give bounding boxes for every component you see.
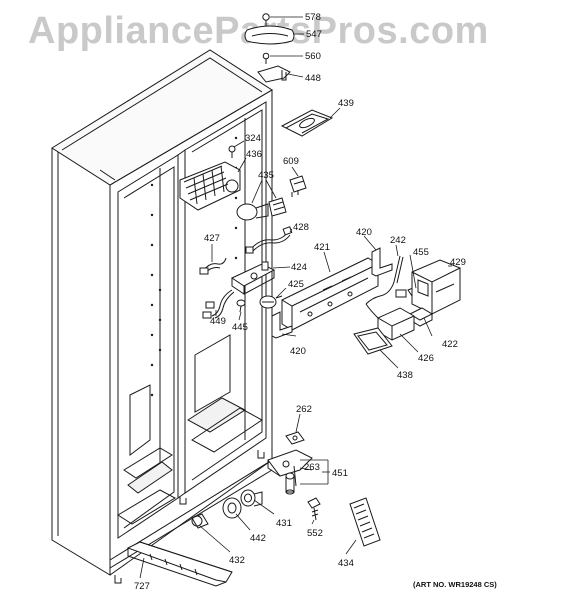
- callout-451: 451: [332, 468, 348, 479]
- callout-578: 578: [305, 12, 321, 23]
- callout-263: 263: [304, 462, 320, 473]
- leader-lines: [140, 17, 452, 578]
- callout-428: 428: [293, 222, 309, 233]
- callout-262: 262: [296, 404, 312, 415]
- hinge-bolt-560: [263, 53, 269, 64]
- control-cover-429: [412, 260, 460, 314]
- callout-421: 421: [314, 242, 330, 253]
- art-number-caption: (ART NO. WR19248 CS): [413, 580, 497, 589]
- callout-420-lower: 420: [290, 346, 306, 357]
- callout-436: 436: [246, 149, 262, 160]
- callout-449: 449: [210, 316, 226, 327]
- callout-609: 609: [283, 156, 299, 167]
- wire-harness-428: [246, 227, 292, 253]
- callout-422: 422: [442, 339, 458, 350]
- hinge-pin-262: [286, 432, 304, 444]
- wire-assembly-449: [203, 290, 234, 318]
- callout-427: 427: [204, 233, 220, 244]
- callout-432: 432: [229, 555, 245, 566]
- callout-324: 324: [245, 133, 261, 144]
- callout-552: 552: [307, 528, 323, 539]
- light-shield-439: [282, 110, 332, 136]
- temperature-control-424: [232, 262, 274, 294]
- callout-242: 242: [390, 235, 406, 246]
- callout-442: 442: [250, 533, 266, 544]
- light-housing-436: [180, 162, 240, 210]
- callout-455: 455: [413, 247, 429, 258]
- callout-labels: 578 547 560 448 439 324 436 609 435 428 …: [134, 12, 466, 592]
- callout-424: 424: [291, 262, 307, 273]
- callout-727: 727: [134, 581, 150, 592]
- hinge-spacer-263: [286, 473, 294, 494]
- roller-431: [241, 490, 262, 506]
- control-module-426: [366, 304, 414, 340]
- control-knob-425: [260, 296, 282, 308]
- callout-439: 439: [338, 98, 354, 109]
- toe-grille-727: [128, 542, 232, 586]
- light-switch-609: [290, 176, 306, 197]
- leveling-leg-442: [223, 498, 241, 518]
- callout-426: 426: [418, 353, 434, 364]
- mounting-bracket-420-lower: [272, 312, 292, 338]
- wire-harness-242: [366, 256, 406, 304]
- roller-axle-432: [192, 514, 208, 528]
- light-bulb-socket-435: [237, 198, 286, 220]
- wire-connector-427: [200, 258, 226, 274]
- callout-431: 431: [276, 518, 292, 529]
- dispenser-cover-438: [354, 328, 392, 354]
- knob-shaft-445: [237, 300, 245, 312]
- refrigerator-cabinet: [52, 50, 272, 583]
- callout-435: 435: [258, 170, 274, 181]
- callout-434: 434: [338, 558, 354, 569]
- top-hinge-screw-578: [263, 14, 269, 27]
- vent-grille-434: [350, 498, 380, 546]
- callout-448: 448: [305, 73, 321, 84]
- callout-bracket-451: [300, 460, 328, 484]
- lower-hinge-451: [268, 450, 312, 486]
- callout-420-upper: 420: [356, 227, 372, 238]
- callout-547: 547: [306, 29, 322, 40]
- screw-552: [308, 498, 320, 520]
- callout-445: 445: [232, 322, 248, 333]
- callout-438: 438: [397, 370, 413, 381]
- screw-324: [229, 146, 235, 158]
- top-hinge-cover-547: [245, 26, 294, 44]
- callout-425: 425: [288, 279, 304, 290]
- top-hinge-448: [258, 66, 290, 82]
- callout-560: 560: [305, 51, 321, 62]
- callout-429: 429: [450, 257, 466, 268]
- mounting-bracket-420-upper: [372, 248, 392, 276]
